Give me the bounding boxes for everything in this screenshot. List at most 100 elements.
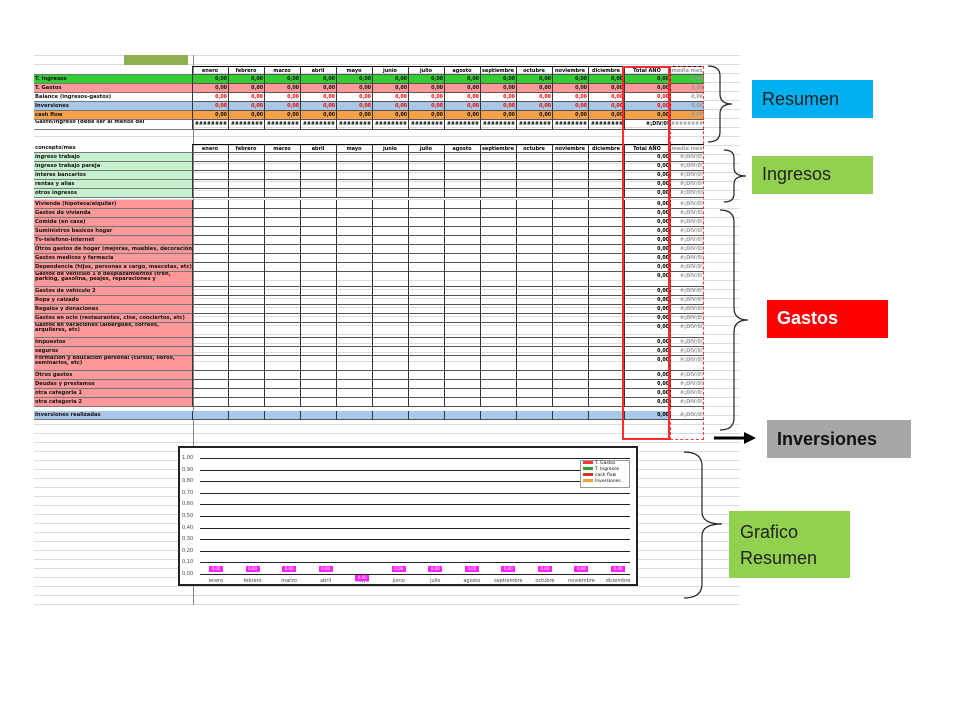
cell[interactable]: 0,00 — [408, 111, 444, 120]
cell[interactable] — [552, 305, 588, 314]
cell[interactable] — [588, 398, 624, 407]
cell[interactable] — [552, 411, 588, 420]
cell[interactable] — [480, 380, 516, 389]
cell[interactable]: 0,00 — [372, 111, 408, 120]
cell[interactable] — [444, 200, 480, 209]
cell[interactable] — [588, 380, 624, 389]
cell[interactable] — [336, 245, 372, 254]
cell[interactable] — [444, 287, 480, 296]
total-cell[interactable]: 0,00 — [624, 84, 670, 93]
cell[interactable] — [588, 411, 624, 420]
cell[interactable] — [300, 338, 336, 347]
cell[interactable] — [372, 153, 408, 162]
cell[interactable] — [192, 287, 228, 296]
cell[interactable] — [552, 356, 588, 371]
cell[interactable] — [480, 171, 516, 180]
total-cell[interactable]: 0,00 — [624, 347, 670, 356]
cell[interactable] — [516, 389, 552, 398]
cell[interactable] — [408, 347, 444, 356]
cell[interactable] — [372, 227, 408, 236]
total-cell[interactable]: 0,00 — [624, 380, 670, 389]
cell[interactable] — [192, 171, 228, 180]
cell[interactable] — [300, 389, 336, 398]
cell[interactable] — [228, 314, 264, 323]
cell[interactable]: marzo — [264, 144, 300, 153]
cell[interactable] — [588, 314, 624, 323]
cell[interactable] — [588, 347, 624, 356]
total-cell[interactable]: 0,00 — [624, 314, 670, 323]
cell[interactable] — [264, 245, 300, 254]
cell[interactable] — [192, 254, 228, 263]
cell[interactable] — [228, 218, 264, 227]
cell[interactable] — [408, 153, 444, 162]
total-cell[interactable]: 0,00 — [624, 227, 670, 236]
cell[interactable]: 0,00 — [300, 111, 336, 120]
cell[interactable] — [408, 272, 444, 287]
cell[interactable] — [228, 162, 264, 171]
cell[interactable]: 0,00 — [552, 93, 588, 102]
total-cell[interactable]: 0,00 — [624, 263, 670, 272]
cell[interactable]: agosto — [444, 144, 480, 153]
cell[interactable]: enero — [192, 144, 228, 153]
cell[interactable]: 0,00 — [516, 84, 552, 93]
cell[interactable] — [372, 305, 408, 314]
cell[interactable]: 0,00 — [192, 102, 228, 111]
cell[interactable] — [264, 287, 300, 296]
cell[interactable] — [336, 171, 372, 180]
cell[interactable]: abril — [300, 66, 336, 75]
cell[interactable]: ######## — [444, 120, 480, 130]
cell[interactable] — [264, 162, 300, 171]
cell[interactable] — [300, 323, 336, 338]
cell[interactable] — [336, 389, 372, 398]
cell[interactable] — [408, 287, 444, 296]
total-cell[interactable]: 0,00 — [624, 305, 670, 314]
total-cell[interactable]: 0,00 — [624, 171, 670, 180]
total-cell[interactable]: 0,00 — [624, 254, 670, 263]
cell[interactable] — [372, 180, 408, 189]
cell[interactable] — [336, 398, 372, 407]
cell[interactable] — [516, 245, 552, 254]
cell[interactable] — [588, 272, 624, 287]
cell[interactable] — [444, 209, 480, 218]
cell[interactable] — [264, 171, 300, 180]
cell[interactable] — [336, 287, 372, 296]
cell[interactable]: 0,00 — [408, 102, 444, 111]
cell[interactable]: 0,00 — [480, 111, 516, 120]
cell[interactable]: 0,00 — [192, 75, 228, 84]
cell[interactable] — [264, 314, 300, 323]
cell[interactable]: 0,00 — [588, 102, 624, 111]
cell[interactable] — [264, 180, 300, 189]
cell[interactable] — [408, 227, 444, 236]
cell[interactable] — [588, 371, 624, 380]
cell[interactable] — [444, 236, 480, 245]
cell[interactable] — [336, 314, 372, 323]
cell[interactable] — [552, 389, 588, 398]
cell[interactable] — [372, 287, 408, 296]
cell[interactable] — [264, 263, 300, 272]
cell[interactable] — [264, 347, 300, 356]
cell[interactable] — [588, 287, 624, 296]
total-cell[interactable]: 0,00 — [624, 93, 670, 102]
cell[interactable]: 0,00 — [336, 111, 372, 120]
cell[interactable] — [480, 189, 516, 198]
cell[interactable]: noviembre — [552, 66, 588, 75]
cell[interactable] — [192, 338, 228, 347]
cell[interactable] — [552, 338, 588, 347]
cell[interactable] — [444, 411, 480, 420]
cell[interactable] — [408, 263, 444, 272]
cell[interactable] — [552, 371, 588, 380]
cell[interactable] — [516, 287, 552, 296]
cell[interactable] — [192, 189, 228, 198]
cell[interactable]: 0,00 — [480, 75, 516, 84]
total-cell[interactable]: 0,00 — [624, 287, 670, 296]
cell[interactable] — [516, 263, 552, 272]
cell[interactable] — [408, 171, 444, 180]
cell[interactable] — [444, 314, 480, 323]
cell[interactable] — [552, 347, 588, 356]
cell[interactable] — [552, 189, 588, 198]
cell[interactable] — [408, 218, 444, 227]
cell[interactable] — [516, 236, 552, 245]
total-cell[interactable]: 0,00 — [624, 338, 670, 347]
cell[interactable]: 0,00 — [552, 111, 588, 120]
